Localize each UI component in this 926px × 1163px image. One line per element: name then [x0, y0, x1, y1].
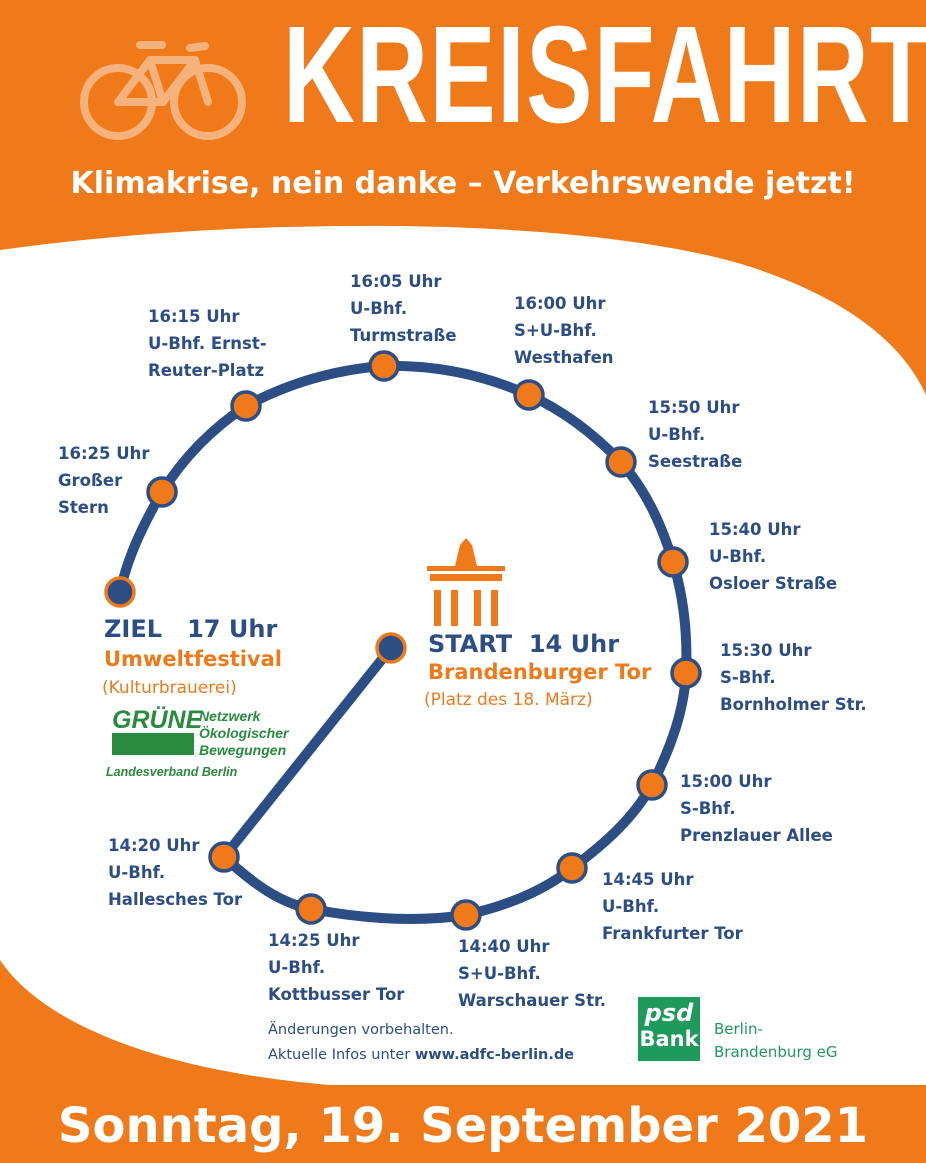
- station-marker: [556, 852, 588, 884]
- start-label: START 14 Uhr: [428, 630, 620, 658]
- station-time: 14:45 Uhr: [602, 870, 694, 889]
- station-time: 14:20 Uhr: [108, 836, 200, 855]
- station-name: Bornholmer Str.: [720, 695, 867, 714]
- station-time: 14:40 Uhr: [458, 937, 550, 956]
- subtitle: Klimakrise, nein danke – Verkehrswende j…: [70, 166, 856, 201]
- finish-label: ZIEL 17 Uhr: [104, 615, 278, 643]
- finish-detail: (Kulturbrauerei): [102, 678, 237, 698]
- gruene-liga-subline: Landesverband Berlin: [106, 765, 238, 779]
- station-marker: [605, 446, 637, 478]
- start-place: Brandenburger Tor: [428, 660, 652, 684]
- station-name: Reuter-Platz: [148, 361, 265, 380]
- station-marker: [295, 893, 327, 925]
- station-marker: [230, 390, 262, 422]
- station-type: U-Bhf.: [108, 863, 166, 882]
- station-name: Osloer Straße: [709, 574, 838, 593]
- station-marker: [146, 476, 178, 508]
- website-link[interactable]: www.adfc-berlin.de: [414, 1047, 575, 1063]
- station-type: U-Bhf.: [350, 299, 408, 318]
- notes: Änderungen vorbehalten. Aktuelle Infos u…: [268, 1022, 575, 1063]
- station-type: U-Bhf.: [709, 547, 767, 566]
- station-time: 15:30 Uhr: [720, 641, 812, 660]
- start-detail: (Platz des 18. März): [424, 690, 593, 710]
- station-name: Warschauer Str.: [458, 991, 607, 1010]
- start-marker: [375, 632, 407, 664]
- station-type: U-Bhf.: [648, 425, 706, 444]
- bicycle-icon: [80, 41, 246, 140]
- psd-bank-logo-text: psd Bank: [639, 999, 699, 1051]
- station-name: Frankfurter Tor: [602, 924, 743, 943]
- station-marker: [513, 379, 545, 411]
- finish-marker: [104, 576, 136, 608]
- station-name: Prenzlauer Allee: [680, 826, 833, 845]
- page-title: KREISFAHRT: [283, 0, 926, 152]
- finish-place: Umweltfestival: [104, 647, 282, 671]
- station-type: U-Bhf.: [268, 958, 326, 977]
- station-time: 15:00 Uhr: [680, 772, 772, 791]
- station-type: S+U-Bhf.: [514, 321, 597, 340]
- station-type: U-Bhf.: [602, 897, 660, 916]
- station-time: 16:15 Uhr: [148, 307, 240, 326]
- event-date: Sonntag, 19. September 2021: [57, 1098, 869, 1154]
- sponsor-name: Berlin-Brandenburg eG: [714, 1020, 838, 1061]
- station-type: S-Bhf.: [720, 668, 776, 687]
- station-marker: [208, 841, 240, 873]
- station-name: Turmstraße: [350, 326, 457, 345]
- station-name: Seestraße: [648, 452, 743, 471]
- station-marker: [670, 657, 702, 689]
- psd-bank-logo: [638, 997, 700, 1061]
- station-marker: [657, 546, 689, 578]
- station-type: S+U-Bhf.: [458, 964, 541, 983]
- station-time: 16:25 Uhr: [58, 444, 150, 463]
- station-time: 16:05 Uhr: [350, 272, 442, 291]
- station-time: 16:00 Uhr: [514, 294, 606, 313]
- gruene-liga-logo: [112, 733, 194, 755]
- station-name: Stern: [58, 498, 109, 517]
- station-name: Hallesches Tor: [108, 890, 243, 909]
- gruene-liga-wordmark: GRÜNE LIGA: [112, 706, 203, 758]
- station-type: Großer: [58, 471, 123, 490]
- station-name: Westhafen: [514, 348, 614, 367]
- station-type: S-Bhf.: [680, 799, 736, 818]
- station-marker: [368, 350, 400, 382]
- station-name: Kottbusser Tor: [268, 985, 405, 1004]
- station-time: 14:25 Uhr: [268, 931, 360, 950]
- station-time: 15:50 Uhr: [648, 398, 740, 417]
- station-time: 15:40 Uhr: [709, 520, 801, 539]
- station-marker: [450, 899, 482, 931]
- station-marker: [636, 769, 668, 801]
- brandenburg-gate-icon: [427, 538, 505, 626]
- station-type: U-Bhf. Ernst-: [148, 334, 267, 353]
